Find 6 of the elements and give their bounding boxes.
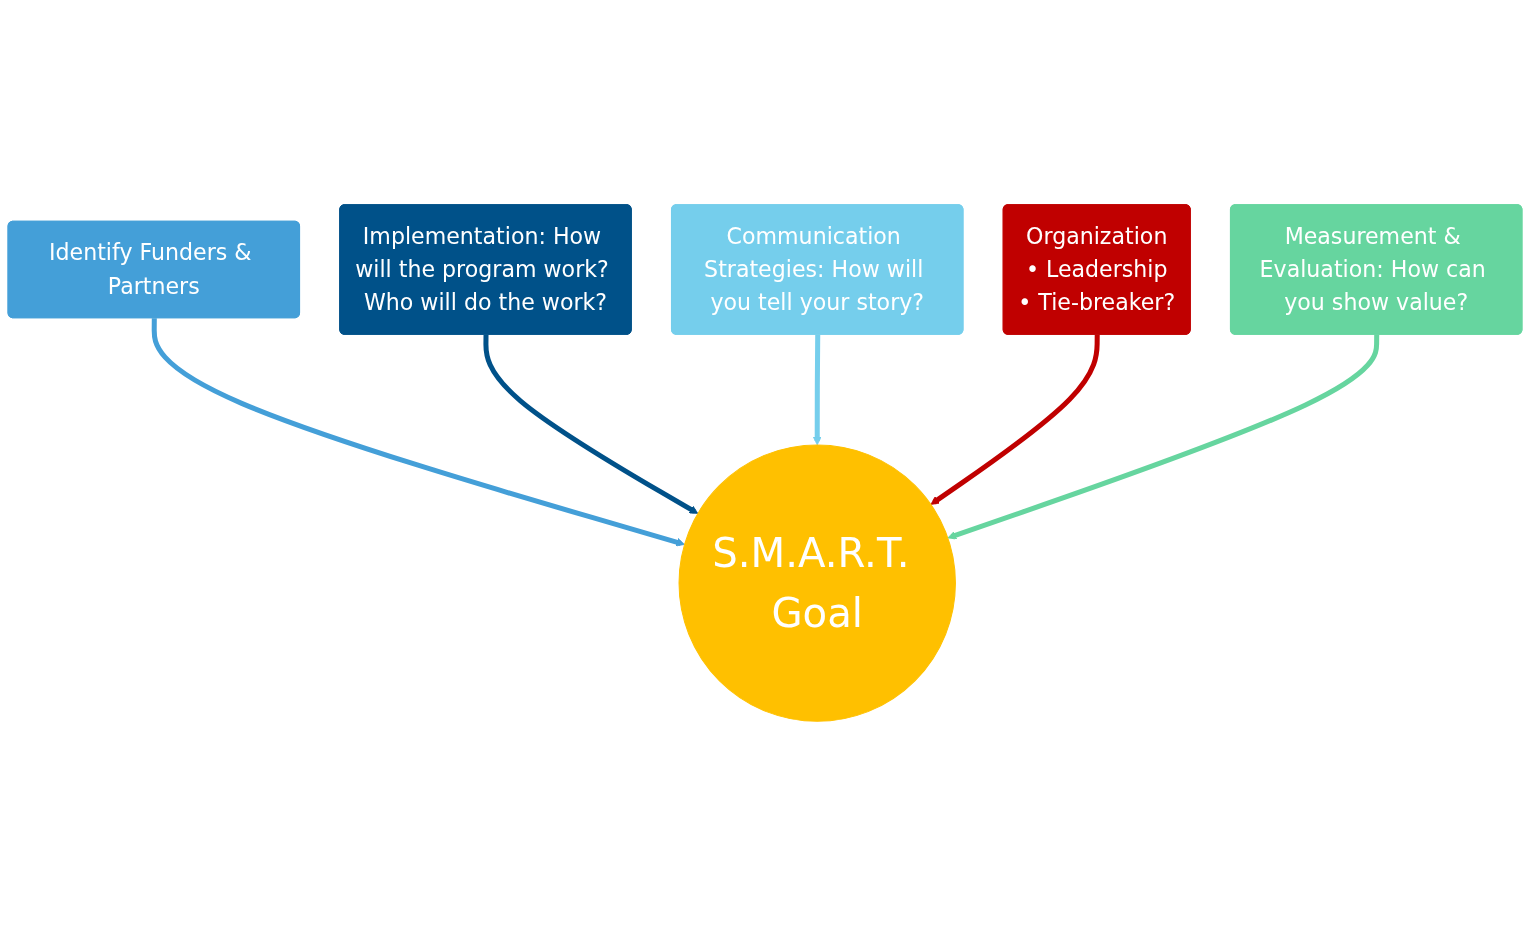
arrow <box>151 318 685 547</box>
arrow <box>483 334 699 514</box>
arrow <box>812 334 822 446</box>
arrow <box>930 334 1100 505</box>
arrow <box>947 334 1380 540</box>
node-circle: S.M.A.R.T. Goal <box>678 444 956 722</box>
